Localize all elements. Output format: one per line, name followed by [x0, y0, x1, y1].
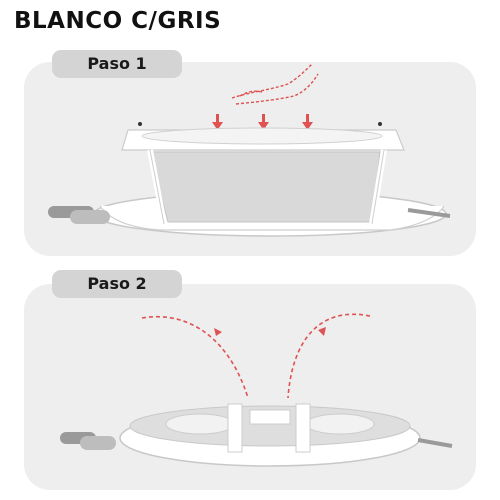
step-2-label: Paso 2 [52, 270, 182, 298]
bathtub-step-2 [60, 403, 453, 467]
arrowheads [214, 327, 326, 336]
press-arrows [212, 114, 313, 130]
fold-arrows [141, 313, 371, 399]
step-1-label: Paso 1 [52, 50, 182, 78]
bathtub-step-1 [48, 122, 451, 237]
hand-icon [231, 63, 319, 105]
page-title: BLANCO C/GRIS [14, 8, 222, 34]
